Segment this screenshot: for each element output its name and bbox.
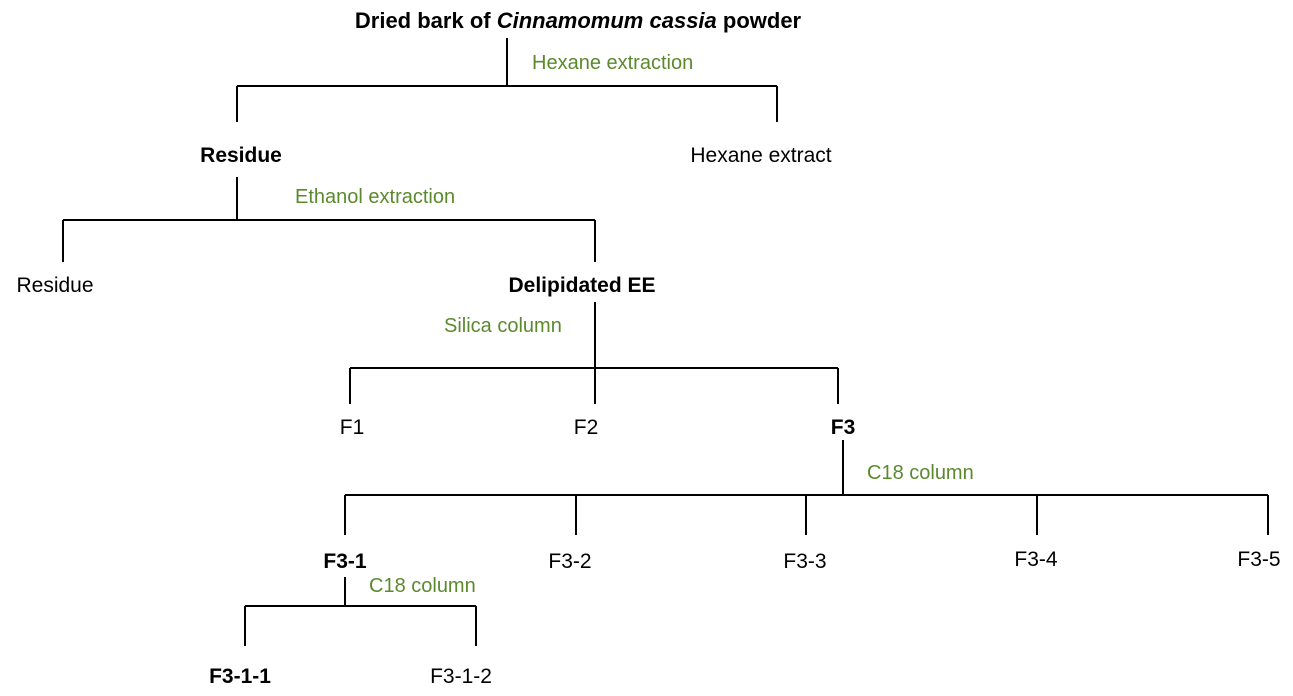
- node-f2: F2: [573, 416, 599, 439]
- step-ethanol-extraction: Ethanol extraction: [295, 186, 456, 208]
- node-f3-2: F3-2: [548, 550, 592, 573]
- step-hexane-extraction: Hexane extraction: [532, 52, 694, 74]
- node-f3: F3: [830, 416, 856, 439]
- root-suffix: powder: [716, 8, 802, 33]
- node-f3-5: F3-5: [1237, 548, 1281, 571]
- root-species: Cinnamomum cassia: [496, 8, 717, 33]
- node-f3-1: F3-1: [323, 550, 367, 573]
- step-silica-column: Silica column: [444, 315, 562, 337]
- node-f3-4: F3-4: [1014, 548, 1058, 571]
- step-c18-column-2: C18 column: [369, 575, 476, 597]
- node-residue-2: Residue: [16, 274, 94, 297]
- node-f3-1-2: F3-1-2: [430, 665, 492, 688]
- node-residue-1: Residue: [200, 144, 282, 167]
- node-f3-3: F3-3: [783, 550, 827, 573]
- root-prefix: Dried bark of: [354, 8, 497, 33]
- step-c18-column-1: C18 column: [867, 462, 974, 484]
- node-f1: F1: [339, 416, 365, 439]
- node-delipidated-ee: Delipidated EE: [508, 274, 656, 297]
- node-hexane-extract: Hexane extract: [690, 144, 832, 167]
- node-root: Dried bark of Cinnamomum cassia powder: [355, 10, 801, 32]
- node-f3-1-1: F3-1-1: [209, 665, 271, 688]
